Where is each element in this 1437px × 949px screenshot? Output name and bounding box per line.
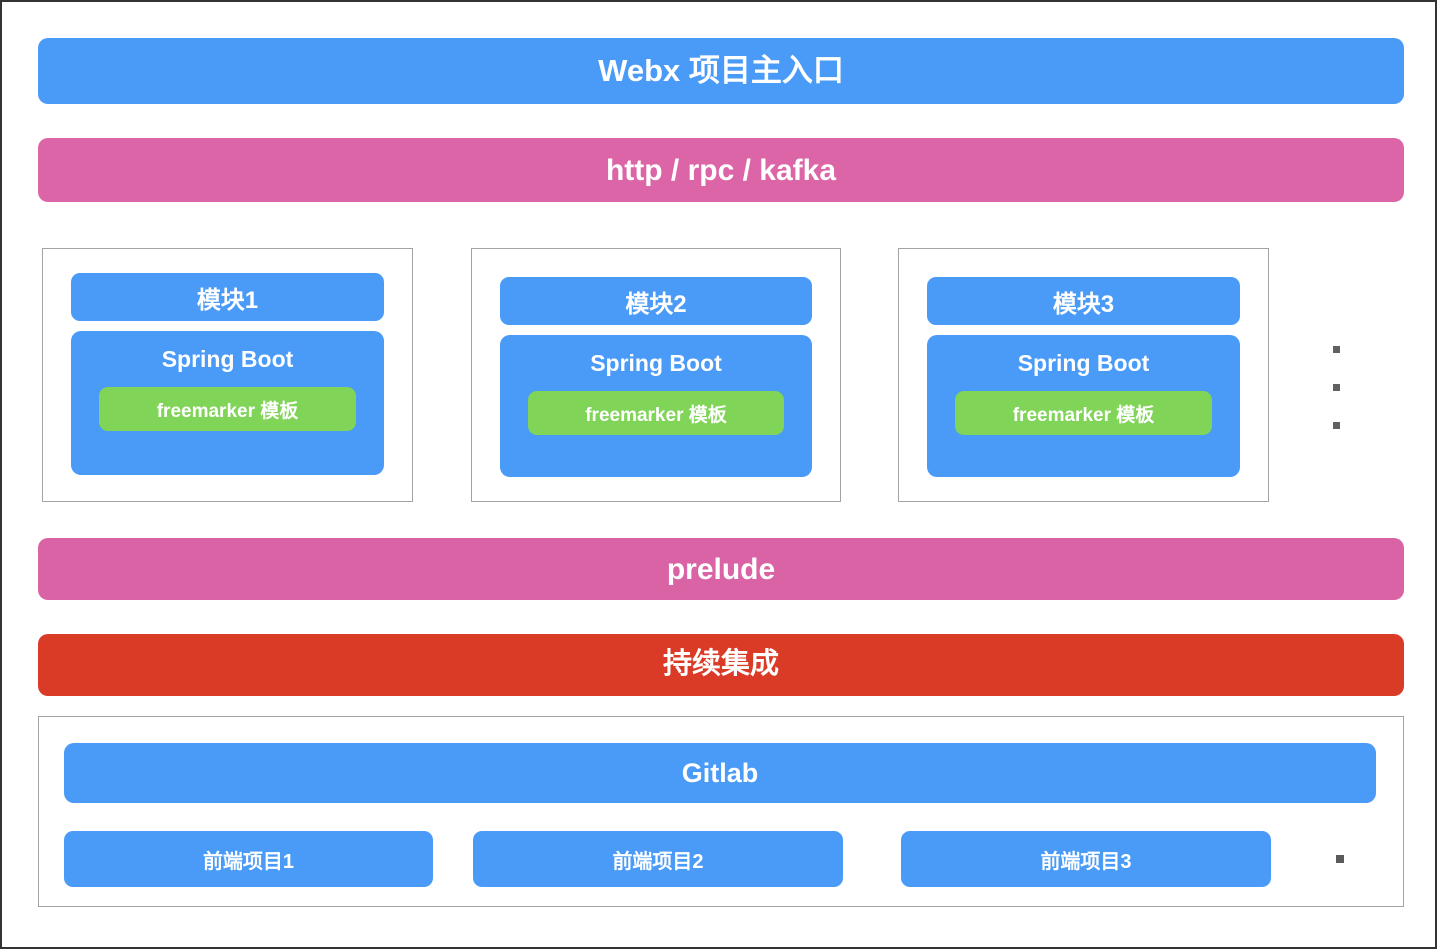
ellipsis-dot-1 <box>1333 346 1340 353</box>
more-modules-ellipsis-icon <box>1333 346 1343 436</box>
module-1-title: 模块1 <box>71 273 384 321</box>
module-1-springboot: Spring Boot freemarker 模板 <box>71 331 384 475</box>
module-container-2: 模块2 Spring Boot freemarker 模板 <box>471 248 841 502</box>
module-3-springboot: Spring Boot freemarker 模板 <box>927 335 1240 477</box>
module-container-1: 模块1 Spring Boot freemarker 模板 <box>42 248 413 502</box>
continuous-integration-bar: 持续集成 <box>38 634 1404 696</box>
transport-protocols-bar: http / rpc / kafka <box>38 138 1404 202</box>
frontend-project-3: 前端项目3 <box>901 831 1271 887</box>
module-2-framework-label: Spring Boot <box>590 350 722 376</box>
ellipsis-dot-3 <box>1333 422 1340 429</box>
repository-container: Gitlab 前端项目1 前端项目2 前端项目3 <box>38 716 1404 907</box>
module-3-template-box: freemarker 模板 <box>955 391 1212 435</box>
ellipsis-dot-2 <box>1333 384 1340 391</box>
prelude-bar: prelude <box>38 538 1404 600</box>
module-container-3: 模块3 Spring Boot freemarker 模板 <box>898 248 1269 502</box>
module-3-title: 模块3 <box>927 277 1240 325</box>
module-2-template-box: freemarker 模板 <box>528 391 784 435</box>
module-2-springboot: Spring Boot freemarker 模板 <box>500 335 812 477</box>
module-3-framework-label: Spring Boot <box>1017 350 1150 376</box>
frontend-project-2: 前端项目2 <box>473 831 843 887</box>
module-2-title: 模块2 <box>500 277 812 325</box>
gitlab-bar: Gitlab <box>64 743 1376 803</box>
more-frontend-projects-dot-icon <box>1336 855 1344 863</box>
main-entry-bar: Webx 项目主入口 <box>38 38 1404 104</box>
frontend-project-1: 前端项目1 <box>64 831 433 887</box>
module-1-template-box: freemarker 模板 <box>99 387 356 431</box>
module-1-framework-label: Spring Boot <box>161 346 294 372</box>
